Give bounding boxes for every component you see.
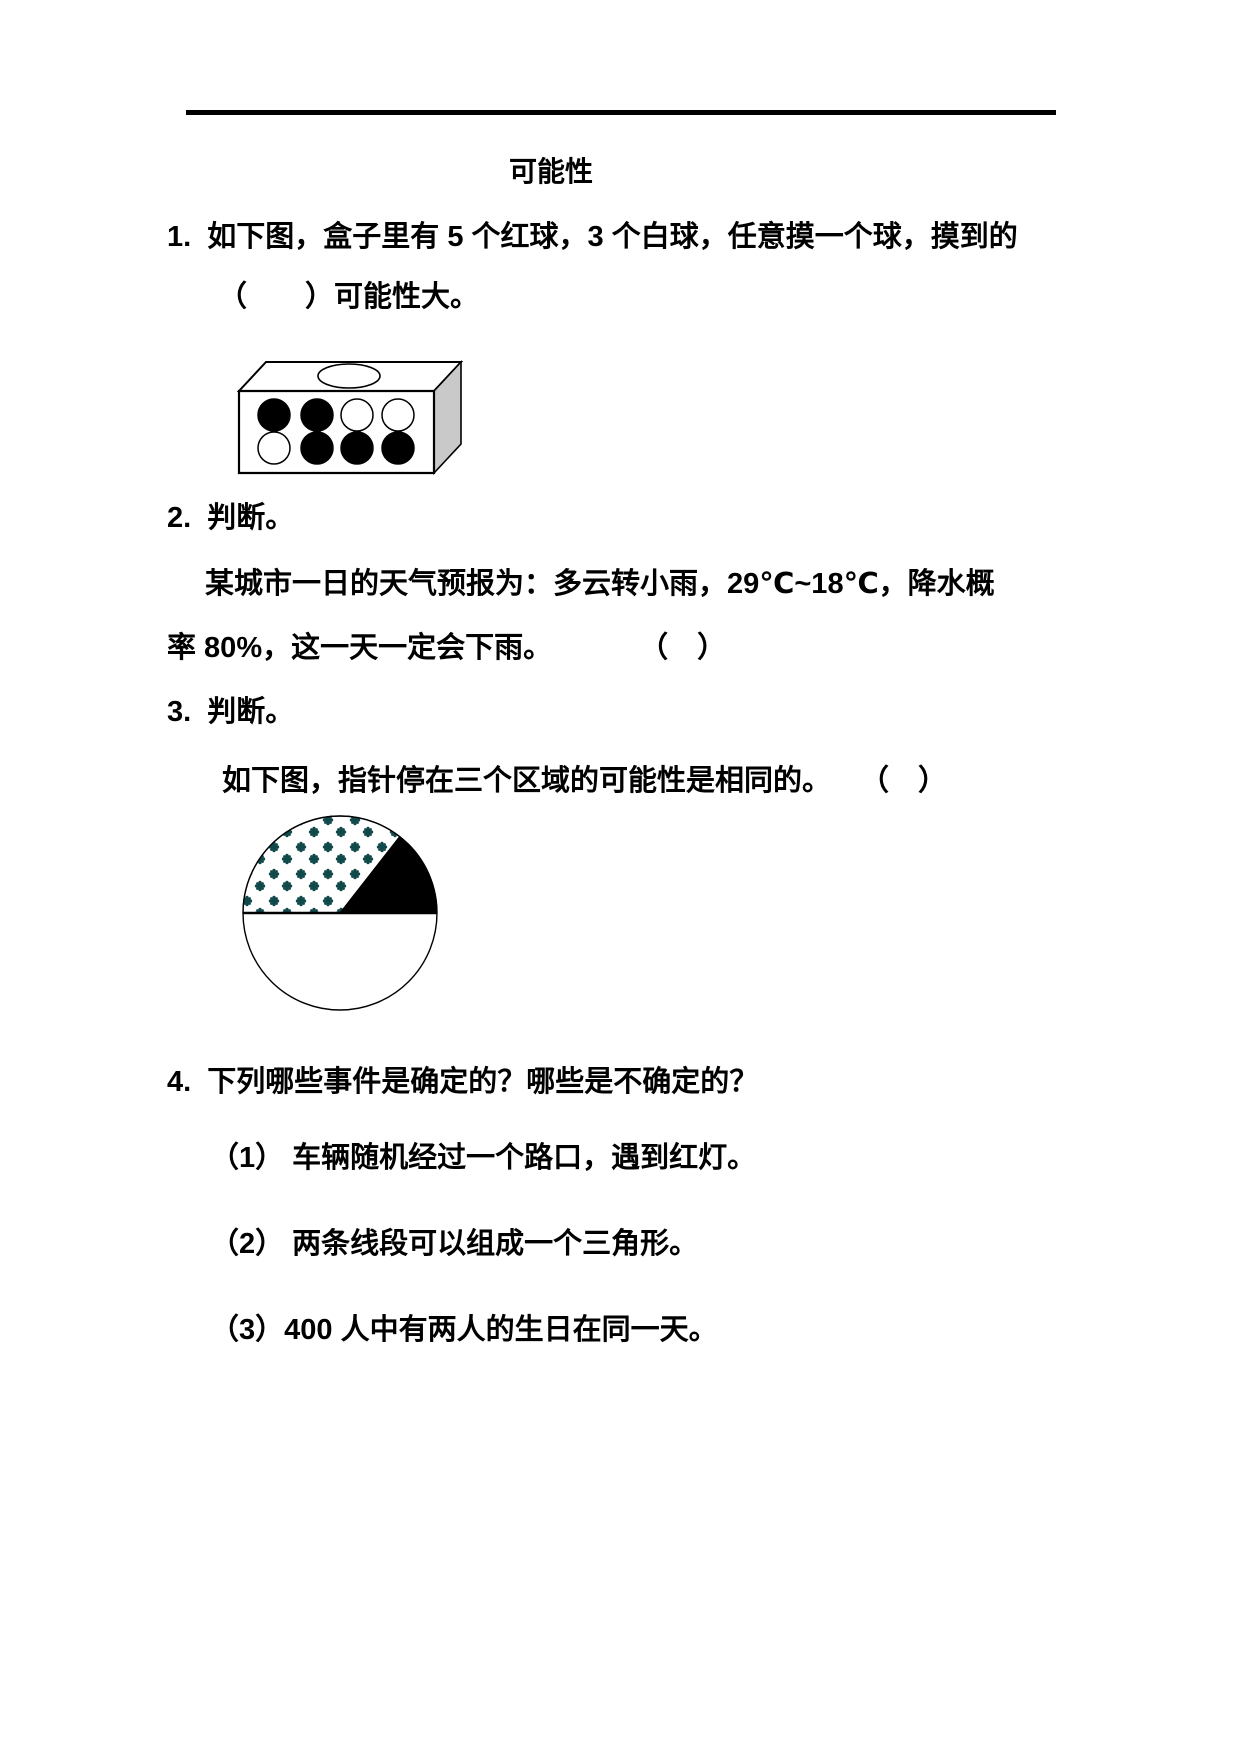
question-4-label: 4. 下列哪些事件是确定的？哪些是不确定的？ [167,1066,759,1098]
red-ball [300,431,334,465]
white-ball [381,398,415,432]
question-4-item-3: （3）400 人中有两人的生日在同一天。 [210,1314,718,1346]
question-1-line-1: 1. 如下图，盒子里有 5 个红球，3 个白球，任意摸一个球，摸到的 [167,221,1018,253]
question-4-item-1: （1） 车辆随机经过一个路口，遇到红灯。 [210,1142,757,1174]
question-2-body-1: 某城市一日的天气预报为：多云转小雨，29℃~18℃，降水概 [205,568,995,600]
white-ball [257,431,291,465]
question-2-label: 2. 判断。 [167,502,295,534]
spinner-speckled-region [242,815,401,914]
red-ball [340,431,374,465]
white-ball [340,398,374,432]
box-balls [257,398,415,465]
header-rule [186,110,1056,115]
page-title: 可能性 [508,156,593,187]
box-hole [317,363,381,389]
question-2-body-2: 率 80%，这一天一定会下雨。 （ ） [167,632,727,664]
red-ball [257,398,291,432]
ball-box-figure [236,359,464,476]
red-ball [381,431,415,465]
spinner-black-region [338,835,438,914]
question-4-item-2: （2） 两条线段可以组成一个三角形。 [210,1228,699,1260]
question-1-line-2: （ ）可能性大。 [218,281,480,313]
question-3-label: 3. 判断。 [167,696,295,728]
spinner-figure [242,815,438,1011]
red-ball [300,398,334,432]
question-3-body: 如下图，指针停在三个区域的可能性是相同的。 （ ） [222,765,948,797]
